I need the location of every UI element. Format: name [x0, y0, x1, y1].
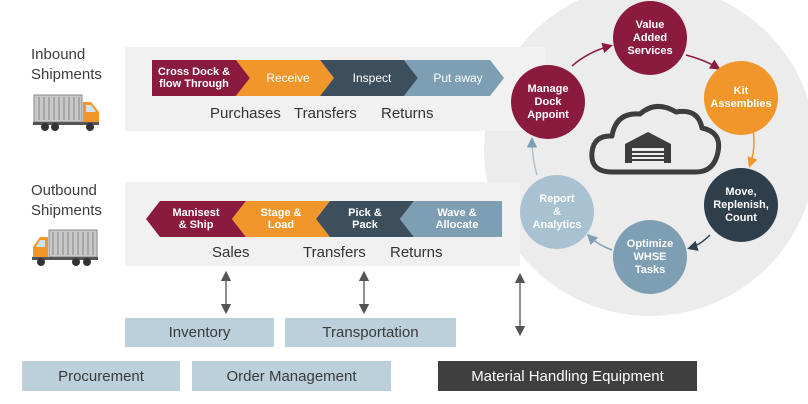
inbound-step-4-label: Put away — [433, 71, 483, 85]
outbound-sub-sales: Sales — [212, 244, 250, 261]
transportation-box: Transportation — [285, 318, 456, 347]
inbound-sub-purchases: Purchases — [210, 105, 281, 122]
inbound-step-3-label: Inspect — [352, 71, 392, 85]
cycle-arrow-optimize-to-report — [586, 233, 613, 251]
inbound-step-3-shape — [320, 60, 418, 96]
inventory-box: Inventory — [125, 318, 274, 347]
cloud-warehouse-icon — [589, 104, 722, 175]
cycle-arrow-move-to-optimize — [687, 234, 711, 251]
outbound-step-3-shape — [316, 201, 414, 237]
procurement-box: Procurement — [22, 361, 180, 391]
cycle-arrow-vas-to-kit — [685, 54, 721, 70]
inbound-step-4-shape — [404, 60, 504, 96]
inbound-step-1-label: Cross Dock &flow Through — [157, 66, 231, 90]
outbound-step-4-label: Wave &Allocate — [435, 207, 479, 231]
cycle-arrow-dock-to-vas — [571, 42, 613, 67]
outbound-step-1-shape — [146, 201, 246, 237]
outbound-truck-icon — [32, 229, 98, 266]
node-move-replenish-circle — [704, 168, 778, 242]
cycle-arrow-report-to-dock — [526, 137, 538, 176]
outbound-step-2-label: Stage &Load — [260, 207, 302, 231]
inbound-step-2-label: Receive — [266, 71, 310, 85]
node-kit-assemblies-circle — [704, 61, 778, 135]
node-report-analytics-label: Report&Analytics — [532, 192, 582, 231]
inbound-step-2-shape — [236, 60, 334, 96]
cycle-arrow-kit-to-move — [747, 129, 758, 168]
order-management-box: Order Management — [192, 361, 391, 391]
outbound-sub-transfers: Transfers — [303, 244, 366, 261]
inbound-sub-transfers: Transfers — [294, 105, 357, 122]
outbound-sub-returns: Returns — [390, 244, 443, 261]
node-manage-dock-circle — [511, 65, 585, 139]
inbound-label: Inbound Shipments — [31, 46, 102, 83]
node-optimize-whse-circle — [613, 220, 687, 294]
inbound-truck-icon — [33, 94, 99, 131]
outbound-step-3-label: Pick &Pack — [348, 207, 382, 231]
inbound-sub-returns: Returns — [381, 105, 434, 122]
inbound-step-1-shape — [152, 60, 250, 96]
node-value-added-circle — [613, 1, 687, 75]
outbound-step-4-shape — [400, 201, 502, 237]
material-handling-box: Material Handling Equipment — [438, 361, 697, 391]
outbound-step-2-shape — [232, 201, 330, 237]
outbound-process-chevrons — [146, 201, 502, 237]
outbound-label: Outbound Shipments — [31, 182, 102, 219]
node-move-replenish-label: Move,Replenish,Count — [713, 185, 769, 224]
inbound-process-chevrons — [152, 60, 504, 96]
outbound-step-1-label: Manisest& Ship — [172, 207, 220, 231]
node-report-analytics-circle — [520, 175, 594, 249]
